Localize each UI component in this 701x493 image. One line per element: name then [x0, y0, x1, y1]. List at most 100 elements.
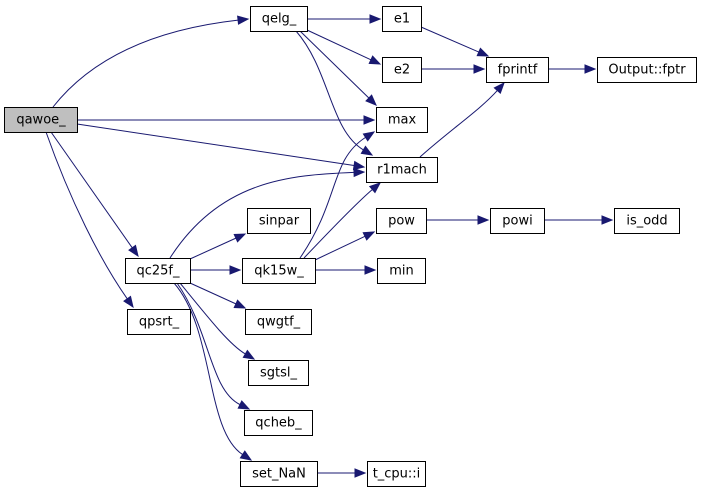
edge-qelg-to-max	[299, 30, 377, 106]
node-box[interactable]	[377, 258, 426, 284]
arrowhead-icon	[242, 349, 256, 360]
edge-line	[419, 90, 498, 158]
edge-qc25f-to-qk15w	[190, 265, 242, 275]
arrowhead-icon	[362, 131, 376, 142]
node-label: sgtsl_	[260, 366, 298, 381]
node-qpsrt[interactable]: qpsrt_	[127, 309, 191, 335]
arrowhead-icon	[369, 14, 382, 24]
node-max[interactable]: max	[376, 107, 428, 133]
node-box[interactable]	[382, 57, 422, 83]
node-box[interactable]	[367, 461, 426, 487]
node-label: e2	[394, 63, 410, 78]
edge-line	[173, 282, 243, 455]
edge-fprintf-to-output-fptr	[548, 64, 597, 74]
edge-line	[176, 282, 241, 406]
arrowhead-icon	[352, 160, 366, 171]
node-t-cpu-i[interactable]: t_cpu::i	[367, 461, 426, 487]
node-powi[interactable]: powi	[490, 208, 545, 234]
node-r1mach[interactable]: r1mach	[366, 157, 438, 183]
edge-qc25f-to-qcheb	[176, 282, 251, 410]
node-box[interactable]	[242, 258, 316, 284]
node-label: sinpar	[259, 214, 300, 229]
edge-e1-to-fprintf	[420, 26, 490, 57]
node-box[interactable]	[490, 208, 545, 234]
edge-qc25f-to-qwgtf	[189, 282, 247, 309]
node-is-odd[interactable]: is_odd	[614, 208, 680, 234]
node-box[interactable]	[376, 208, 427, 234]
node-label: e1	[394, 12, 410, 27]
edge-line	[76, 123, 355, 167]
edge-qelg-to-r1mach	[295, 30, 374, 156]
node-label: min	[389, 264, 414, 279]
node-sinpar[interactable]: sinpar	[247, 208, 311, 234]
node-label: t_cpu::i	[373, 467, 421, 482]
node-box[interactable]	[247, 208, 311, 234]
node-sgtsl[interactable]: sgtsl_	[248, 360, 309, 386]
edge-line	[179, 282, 246, 355]
edge-line	[306, 29, 372, 61]
arrowhead-icon	[229, 265, 242, 275]
node-min[interactable]: min	[377, 258, 426, 284]
node-box[interactable]	[245, 309, 312, 335]
node-label: Output::fptr	[608, 63, 686, 78]
node-set-nan[interactable]: set_NaN	[240, 461, 318, 487]
node-label: qelg_	[262, 12, 297, 27]
node-box[interactable]	[382, 6, 422, 32]
edge-line	[50, 131, 133, 249]
edge-qk15w-to-max	[299, 131, 376, 259]
node-fprintf[interactable]: fprintf	[486, 57, 549, 83]
edge-qc25f-to-sinpar	[189, 233, 247, 260]
arrowhead-icon	[476, 47, 490, 57]
edge-line	[189, 282, 237, 305]
edge-r1mach-to-fprintf	[419, 81, 505, 158]
arrowhead-icon	[239, 450, 253, 461]
node-box[interactable]	[125, 258, 191, 284]
node-e1[interactable]: e1	[382, 6, 422, 32]
node-box[interactable]	[240, 461, 318, 487]
node-box[interactable]	[248, 360, 309, 386]
node-qawoe: qawoe_	[4, 107, 78, 133]
arrowhead-icon	[128, 244, 139, 258]
arrowhead-icon	[237, 15, 250, 25]
edge-qk15w-to-pow	[314, 231, 376, 261]
node-qelg[interactable]: qelg_	[250, 6, 308, 32]
edge-line	[299, 136, 366, 259]
edge-line	[314, 235, 366, 261]
node-qk15w[interactable]: qk15w_	[242, 258, 316, 284]
node-box[interactable]	[597, 57, 697, 83]
node-output-fptr[interactable]: Output::fptr	[597, 57, 697, 83]
node-pow[interactable]: pow	[376, 208, 427, 234]
arrowhead-icon	[477, 215, 490, 225]
arrowhead-icon	[601, 215, 614, 225]
node-qcheb[interactable]: qcheb_	[244, 410, 313, 436]
node-box[interactable]	[614, 208, 680, 234]
edge-line	[420, 26, 480, 53]
arrowhead-icon	[364, 265, 377, 275]
node-box[interactable]	[127, 309, 191, 335]
node-label: qcheb_	[255, 416, 302, 431]
edge-line	[303, 189, 373, 259]
arrowhead-icon	[473, 64, 486, 74]
arrowhead-icon	[233, 233, 247, 243]
arrowhead-icon	[368, 55, 382, 65]
edge-line	[169, 171, 355, 259]
node-box[interactable]	[486, 57, 549, 83]
node-label: fprintf	[498, 63, 538, 78]
edges-layer	[45, 14, 614, 478]
arrowhead-icon	[233, 299, 247, 309]
node-qc25f[interactable]: qc25f_	[125, 258, 191, 284]
arrowhead-icon	[365, 94, 377, 106]
node-e2[interactable]: e2	[382, 57, 422, 83]
arrowhead-icon	[360, 145, 374, 156]
arrowhead-icon	[368, 182, 382, 194]
node-box[interactable]	[366, 157, 438, 183]
edge-line	[45, 131, 128, 300]
node-qwgtf[interactable]: qwgtf_	[245, 309, 312, 335]
node-box[interactable]	[376, 107, 428, 133]
node-box[interactable]	[244, 410, 313, 436]
node-label: max	[388, 113, 417, 128]
node-box[interactable]	[250, 6, 308, 32]
node-label: qwgtf_	[257, 315, 301, 330]
